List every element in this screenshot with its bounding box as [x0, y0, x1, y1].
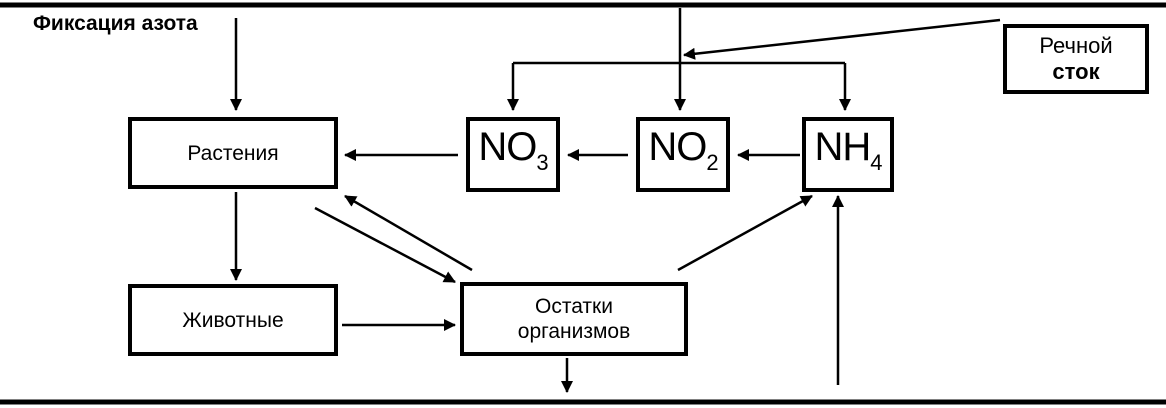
nitrogen-fixation-label: Фиксация азота	[33, 12, 198, 35]
plants-to-remains-arrow	[314, 206, 456, 284]
no3-label: NO3	[478, 124, 548, 175]
remains-box: Остатки организмов	[460, 282, 688, 356]
animals-label: Животные	[182, 308, 284, 332]
river-runoff-label-line2: сток	[1052, 59, 1100, 84]
remains-label-line2: организмов	[517, 320, 631, 343]
no2-label: NO2	[648, 124, 718, 175]
remains-to-plants-arrow	[344, 194, 473, 272]
nh4-box: NH4	[802, 117, 894, 192]
plants-box: Растения	[128, 117, 338, 189]
remains-label-line1: Остатки	[535, 295, 613, 318]
remains-to-nh4-arrow	[677, 194, 813, 272]
no3-box: NO3	[466, 117, 560, 192]
river-runoff-label-line1: Речной	[1039, 33, 1113, 58]
river-runoff-arrow	[683, 18, 1001, 60]
plants-label: Растения	[187, 141, 279, 165]
animals-box: Животные	[128, 284, 338, 356]
no2-box: NO2	[636, 117, 730, 192]
nh4-label: NH4	[814, 124, 882, 175]
river-runoff-box: Речной сток	[1003, 24, 1149, 94]
